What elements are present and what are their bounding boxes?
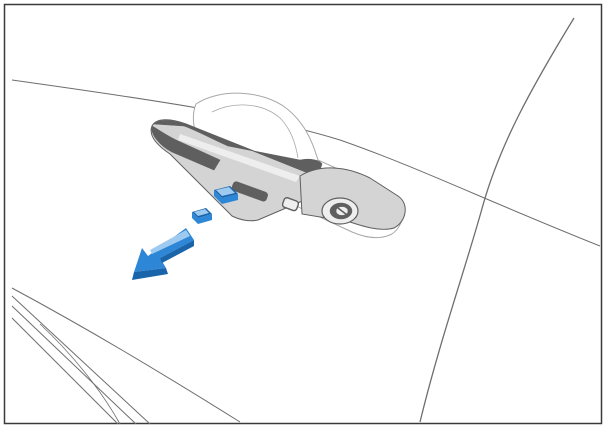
removal-arrow-icon [132,228,194,280]
rear-door-seam [420,18,574,422]
window-trim-line-1 [12,296,150,424]
car-body-panel [12,18,600,424]
window-trim-line-2 [12,306,136,424]
cover-cap-lower [192,208,212,224]
lock-cylinder-icon [322,198,358,224]
window-trim-line-4 [40,324,120,424]
window-trim-line-3 [12,318,118,424]
